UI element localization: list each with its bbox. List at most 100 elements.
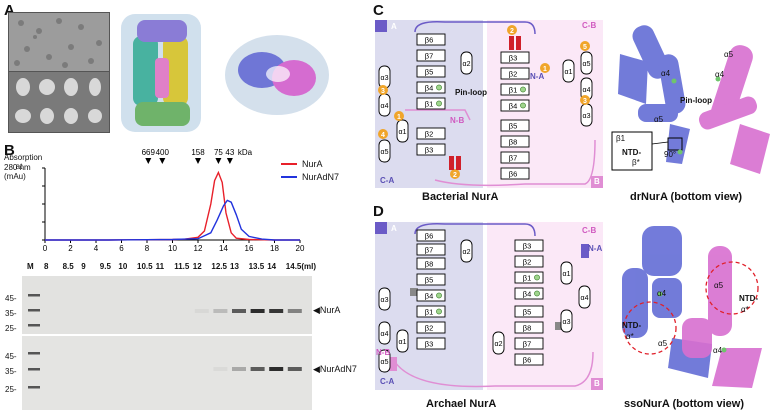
marker-band <box>28 368 40 371</box>
c-pin-loop-label: Pin-loop <box>455 88 487 97</box>
beta-strand-label: β6 <box>425 232 434 241</box>
grey-square <box>410 288 418 296</box>
alpha-helix-label: α4 <box>583 87 591 94</box>
beta-strand-label: β8 <box>425 260 434 269</box>
gel-fraction-label: 13.5 <box>248 262 265 271</box>
mw-marker-label: 43 <box>225 148 234 157</box>
beta-strand <box>500 99 530 112</box>
c-view-90deg: 90° <box>664 150 677 159</box>
alpha-helix <box>560 261 573 285</box>
nuradn7-band <box>213 367 228 371</box>
mw-marker-label: 75 <box>214 148 223 157</box>
gel-bottom-bands <box>28 352 302 389</box>
beta-strand <box>514 239 544 252</box>
beta-strand-label: β1 <box>425 100 434 109</box>
gel-fraction-label: 10.5 <box>137 262 153 271</box>
beta-strand-label: β2 <box>425 324 434 333</box>
x-tick-label: 0 <box>43 244 48 252</box>
mw-bottom-45: 45- <box>5 352 17 361</box>
connector-pink-bottom <box>434 139 596 187</box>
mw-marker-arrow <box>159 158 166 164</box>
nura-band <box>269 309 284 313</box>
mw-top-45: 45- <box>5 294 17 303</box>
alpha-helix <box>378 287 391 311</box>
micrograph-particles <box>14 18 102 68</box>
c-chain-nb: N-B <box>450 116 465 125</box>
beta-strand <box>500 67 530 80</box>
nuradn7-band <box>269 367 284 371</box>
alpha-helix-label: α5 <box>381 149 389 156</box>
gel-fraction-label: 9.5 <box>99 262 111 271</box>
numbered-marker <box>378 129 388 139</box>
x-tick-label: 10 <box>168 244 177 252</box>
beta-strand <box>416 49 446 62</box>
numbered-marker-label: 2 <box>453 172 457 179</box>
nura-band <box>213 309 228 313</box>
d-view-ntd-right: NTD- <box>739 294 759 303</box>
nura-band <box>250 309 265 313</box>
drnura-cartoon <box>611 25 770 174</box>
beta-strand <box>500 167 530 180</box>
beta-strand-label: β4 <box>523 290 532 299</box>
c-view-a4-left: α4 <box>661 69 671 78</box>
alpha-helix-label: α1 <box>399 339 407 346</box>
red-helix <box>516 36 521 50</box>
gel-fraction-label: 12.5 <box>211 262 227 271</box>
panel-label-b: B <box>4 142 15 159</box>
d-chain-ca: C-A <box>380 377 395 386</box>
red-circle-right <box>705 261 759 315</box>
beta-strand-label: β1 <box>509 86 518 95</box>
beta-strand-label: β7 <box>509 154 518 163</box>
x-tick-label: 12 <box>194 244 203 252</box>
d-title-ssonura: ssoNurA (bottom view) <box>624 398 744 410</box>
d-view-a4-left: α4 <box>657 289 667 298</box>
band-label-nuradn7-text: NurAdN7 <box>319 364 357 374</box>
beta-strand <box>416 65 446 78</box>
beta-strand-label: β8 <box>509 138 518 147</box>
box-b-tag <box>591 176 603 188</box>
connector-purple-top <box>414 20 536 35</box>
green-dot <box>436 292 442 299</box>
legend-item-nuradn7: NurAdN7 <box>281 170 339 183</box>
d-view-alpha-star-left: α* <box>626 332 634 341</box>
x-tick-label: 14 <box>219 244 228 252</box>
beta-strand <box>500 119 530 132</box>
legend-swatch-red <box>281 162 297 165</box>
series-line-nura <box>45 170 300 241</box>
beta-strand-label: β3 <box>425 146 434 155</box>
legend-item-nura: NurA <box>281 157 339 170</box>
green-dot <box>436 84 442 91</box>
beta-strand-label: β7 <box>425 246 434 255</box>
gel-fraction-label: 11.5 <box>174 262 190 271</box>
red-circle-left <box>623 301 677 355</box>
beta-strand-label: β2 <box>509 70 518 79</box>
alpha-helix <box>396 119 409 143</box>
beta-strand-label: β3 <box>425 340 434 349</box>
x-tick-label: 18 <box>270 244 279 252</box>
numbered-marker <box>394 111 404 121</box>
c-chain-na: N-A <box>530 72 545 81</box>
numbered-marker-label: 1 <box>543 66 547 73</box>
alpha-helix-label: α2 <box>495 341 503 348</box>
beta-strand <box>416 33 446 46</box>
beta-strand <box>416 243 446 256</box>
d-box-a-tag <box>375 222 387 234</box>
x-tick-label: 16 <box>245 244 254 252</box>
sec-chromatogram: 02468101214161820Volume (ml)669400158754… <box>42 148 305 252</box>
mw-marker-arrow <box>195 158 201 164</box>
numbered-marker <box>540 63 550 73</box>
y-axis-label-1: Absorption at <box>4 153 43 171</box>
c-box-a-label: A <box>391 22 397 31</box>
alpha-helix <box>578 285 591 309</box>
beta-strand <box>416 273 446 286</box>
y-axis-label-2: 280 nm (mAu) <box>4 163 31 181</box>
beta-strand-label: β6 <box>523 356 532 365</box>
c-title-bacterial: Bacterial NurA <box>422 191 499 203</box>
beta-strand-label: β3 <box>509 54 518 63</box>
beta-strand <box>514 337 544 350</box>
alpha-helix <box>562 59 575 83</box>
beta-strand-label: β5 <box>425 276 434 285</box>
red-helix <box>509 36 514 50</box>
